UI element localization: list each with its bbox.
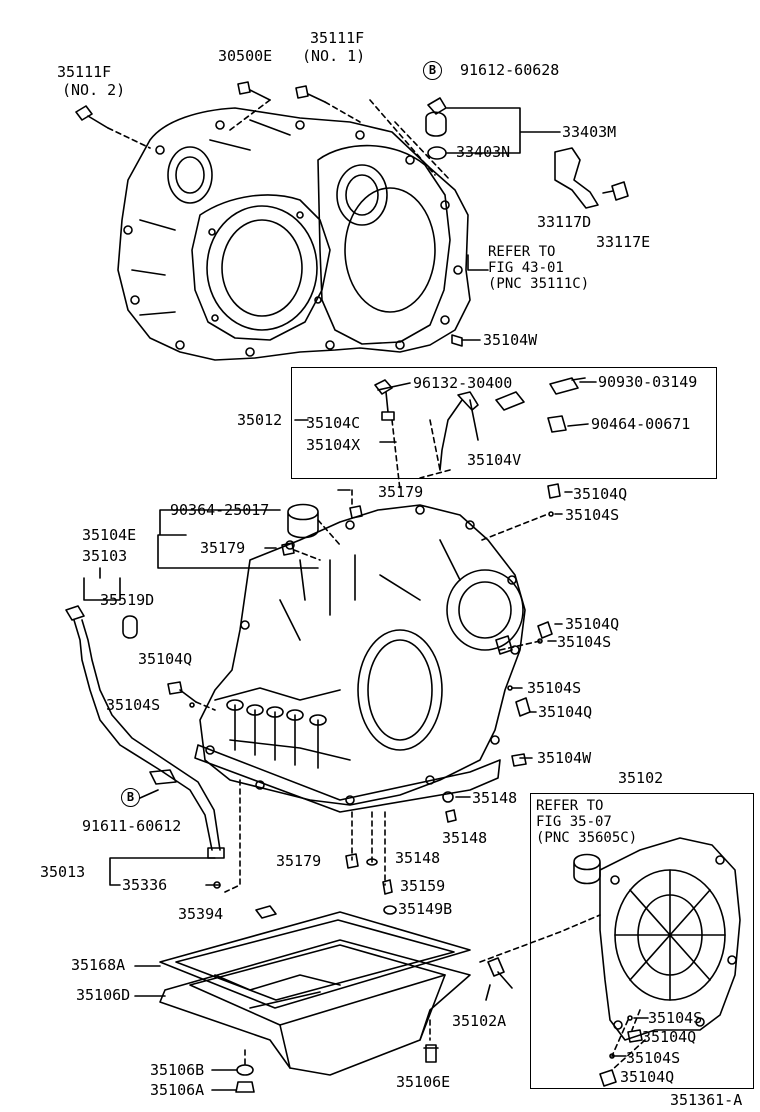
part-35104x: 35104X <box>306 436 361 454</box>
ring-35148 <box>366 858 378 866</box>
part-35106a: 35106A <box>150 1081 205 1099</box>
part-35159: 35159 <box>400 877 446 895</box>
plug-35179 <box>345 853 359 869</box>
circle-b-marker-left: B <box>121 788 140 807</box>
circle-b-marker-top: B <box>423 61 442 80</box>
bracket-35104e <box>157 509 319 569</box>
part-35106b: 35106B <box>150 1061 205 1079</box>
part-35012: 35012 <box>237 411 283 429</box>
part-35104s-r1: 35104S <box>648 1009 703 1027</box>
part-35104s-left: 35104S <box>106 696 161 714</box>
speed-sensor-parts <box>425 97 629 209</box>
transaxle-housing-drawing <box>117 107 471 361</box>
part-35394: 35394 <box>178 905 224 923</box>
part-35519d: 35519D <box>100 591 155 609</box>
oil-cooler-tube <box>65 567 225 859</box>
plug-35104w-top <box>451 334 463 347</box>
refer-note-2-line1: REFER TO <box>536 798 604 814</box>
leaders-left <box>109 789 221 886</box>
part-35013: 35013 <box>40 863 86 881</box>
refer-note-2-line3: (PNC 35605C) <box>536 830 638 846</box>
part-35111f-no2-note: (NO. 2) <box>62 81 126 99</box>
part-35104q-c: 35104Q <box>538 703 593 721</box>
part-35179-b: 35179 <box>200 539 246 557</box>
part-35104q-a: 35104Q <box>573 485 628 503</box>
part-35104c: 35104C <box>306 414 361 432</box>
part-35103: 35103 <box>82 547 128 565</box>
part-91611-60612: 91611-60612 <box>82 817 182 835</box>
leaders-pan <box>134 965 166 997</box>
part-33117e: 33117E <box>596 233 651 251</box>
part-35179-c: 35179 <box>276 852 322 870</box>
figure-id: 351361-A <box>670 1091 743 1109</box>
part-30500e: 30500E <box>218 47 273 65</box>
part-35111f-no1: 35111F <box>310 29 365 47</box>
part-35168a: 35168A <box>71 956 126 974</box>
part-35104q-r2: 35104Q <box>620 1068 675 1086</box>
part-35111f-no1-note: (NO. 1) <box>302 47 366 65</box>
ring-35159 <box>382 879 393 895</box>
part-35104q-b: 35104Q <box>565 615 620 633</box>
part-35148-b: 35148 <box>442 829 488 847</box>
bolts-top <box>75 81 326 129</box>
extension-housing-drawing <box>573 837 741 1041</box>
part-35104w-mid: 35104W <box>537 749 592 767</box>
part-35148-a: 35148 <box>472 789 518 807</box>
refer-note-2-line2: FIG 35-07 <box>536 814 612 830</box>
part-35104s-r2: 35104S <box>626 1049 681 1067</box>
transaxle-case-drawing <box>194 504 526 813</box>
part-35336: 35336 <box>122 876 168 894</box>
part-35104s-a: 35104S <box>565 506 620 524</box>
part-35104s-c: 35104S <box>527 679 582 697</box>
refer-note-1-line2: FIG 43-01 <box>488 260 564 276</box>
bolts-right <box>599 1015 643 1087</box>
part-90364-25017: 90364-25017 <box>170 501 270 519</box>
part-35104s-b: 35104S <box>557 633 612 651</box>
part-90464-00671: 90464-00671 <box>591 415 691 433</box>
part-35104q-r1: 35104Q <box>642 1028 697 1046</box>
leaders-middle <box>264 489 573 798</box>
refer-note-1-line3: (PNC 35111C) <box>488 276 590 292</box>
part-35104e: 35104E <box>82 526 137 544</box>
part-91612-60628: 91612-60628 <box>460 61 560 79</box>
ring-35336 <box>213 881 221 889</box>
leaders-drain <box>211 984 491 1091</box>
wire-sensor-drawing <box>374 377 597 471</box>
part-35104v: 35104V <box>467 451 522 469</box>
part-35179-a: 35179 <box>378 483 424 501</box>
leader-dashes-left <box>224 779 386 893</box>
part-90930-03149: 90930-03149 <box>598 373 698 391</box>
leader-dashes-right <box>611 1009 646 1071</box>
part-33403m: 33403M <box>562 123 617 141</box>
leader-dashes-case <box>195 513 549 711</box>
part-35149b: 35149B <box>398 900 453 918</box>
leader-dashes-top <box>107 99 451 181</box>
oil-pan-drawing <box>159 911 471 1076</box>
extension-housing-box <box>530 793 754 1089</box>
part-35102a: 35102A <box>452 1012 507 1030</box>
part-35104w-top: 35104W <box>483 331 538 349</box>
part-35106d: 35106D <box>76 986 131 1004</box>
part-33403n: 33403N <box>456 143 511 161</box>
part-35148-c: 35148 <box>395 849 441 867</box>
leader-dashes-pan <box>244 914 601 1066</box>
part-96132-30400: 96132-30400 <box>413 374 513 392</box>
wire-harness-box <box>291 367 717 479</box>
part-35111f-no2: 35111F <box>57 63 112 81</box>
part-35102: 35102 <box>618 769 664 787</box>
leaders-top-right <box>461 254 489 341</box>
clip-35394 <box>255 905 277 919</box>
part-35106e: 35106E <box>396 1073 451 1091</box>
ring-35149b <box>383 905 397 915</box>
part-35104q-left: 35104Q <box>138 650 193 668</box>
part-33117d: 33117D <box>537 213 592 231</box>
refer-note-1-line1: REFER TO <box>488 244 556 260</box>
